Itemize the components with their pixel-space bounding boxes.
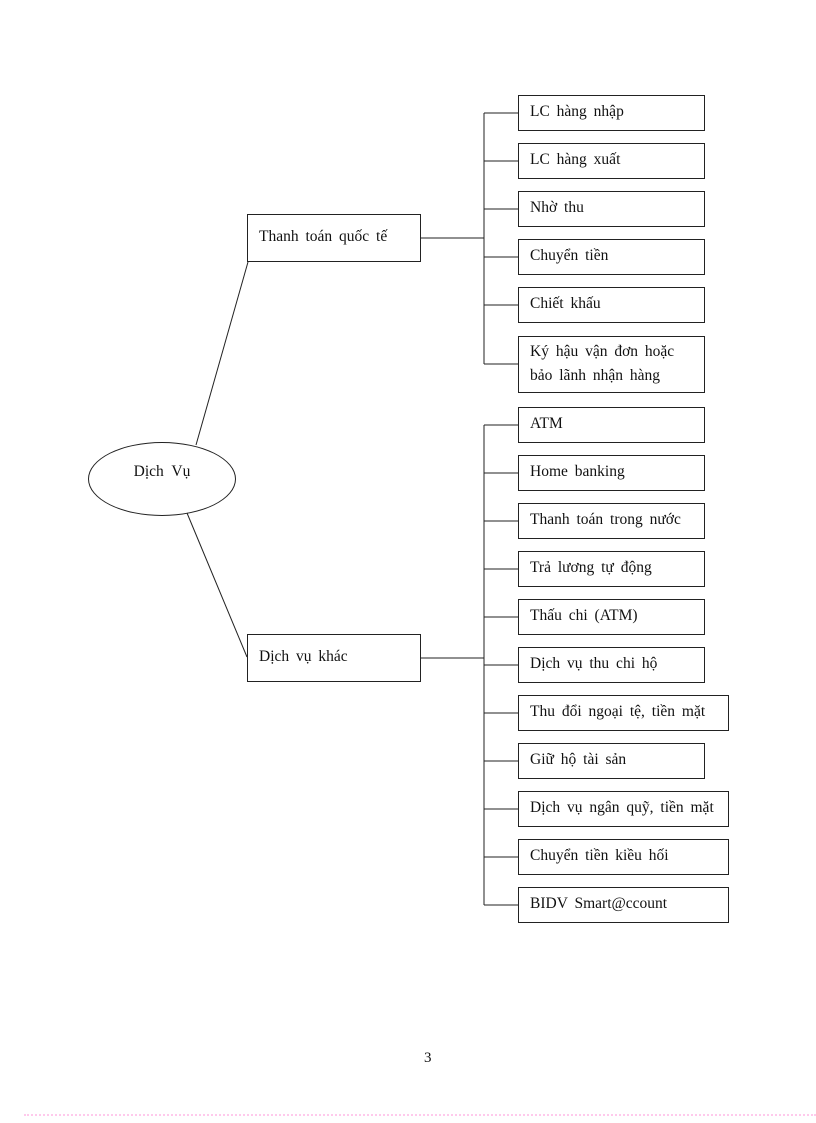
node-atm: ATM [518, 407, 705, 443]
node-lc-hang-xuat: LC hàng xuất [518, 143, 705, 179]
node-dich-vu-khac: Dịch vụ khác [247, 634, 421, 682]
node-dich-vu-ngan-quy: Dịch vụ ngân quỹ, tiền mặt [518, 791, 729, 827]
node-bidv-smart-account: BIDV Smart@ccount [518, 887, 729, 923]
node-thau-chi-atm: Thấu chi (ATM) [518, 599, 705, 635]
root-node-dich-vu: Dịch Vụ [88, 442, 236, 516]
footer-divider [24, 1114, 816, 1116]
node-home-banking: Home banking [518, 455, 705, 491]
node-nho-thu: Nhờ thu [518, 191, 705, 227]
page-number: 3 [424, 1050, 432, 1066]
node-ky-hau-van-don: Ký hậu vận đơn hoặc bảo lãnh nhận hàng [518, 336, 705, 393]
node-dich-vu-thu-chi-ho: Dịch vụ thu chi hộ [518, 647, 705, 683]
node-thanh-toan-quoc-te: Thanh toán quốc tế [247, 214, 421, 262]
node-chiet-khau: Chiết khấu [518, 287, 705, 323]
node-chuyen-tien-kieu-hoi: Chuyển tiền kiều hối [518, 839, 729, 875]
node-giu-ho-tai-san: Giữ hộ tài sản [518, 743, 705, 779]
node-lc-hang-nhap: LC hàng nhập [518, 95, 705, 131]
node-thanh-toan-trong-nuoc: Thanh toán trong nước [518, 503, 705, 539]
node-thu-doi-ngoai-te: Thu đổi ngoại tệ, tiền mặt [518, 695, 729, 731]
node-tra-luong-tu-dong: Trả lương tự động [518, 551, 705, 587]
node-chuyen-tien: Chuyển tiền [518, 239, 705, 275]
